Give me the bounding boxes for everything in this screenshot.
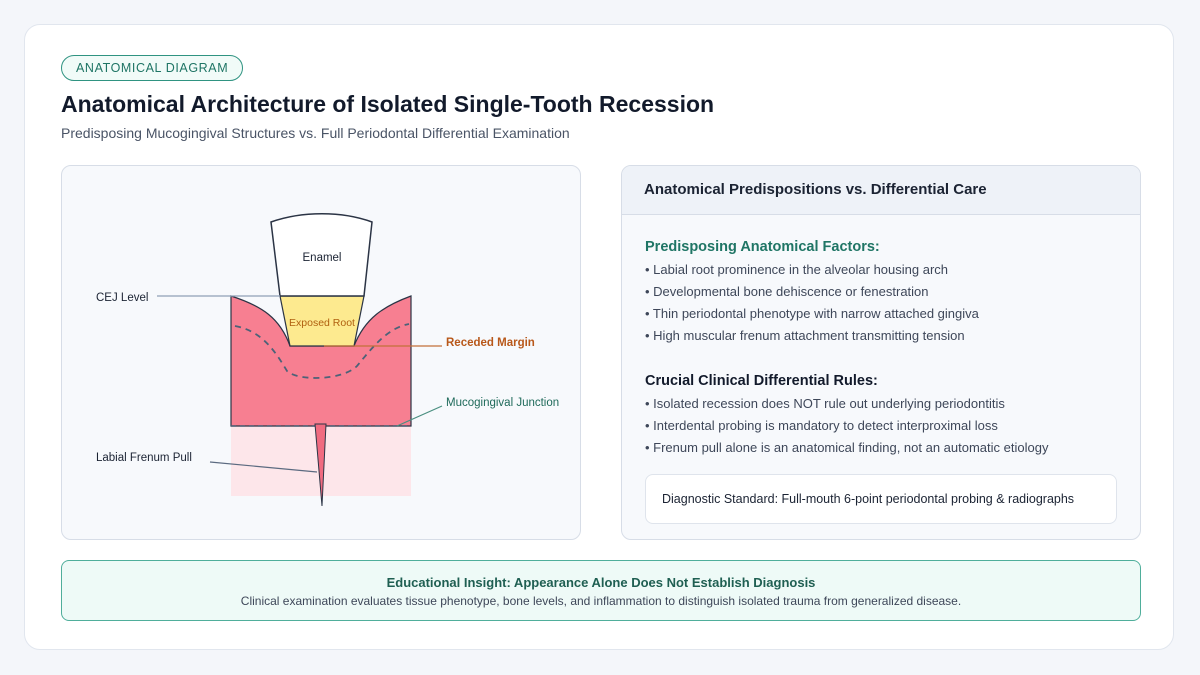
receded-margin-label: Receded Margin <box>446 337 535 349</box>
enamel-crown <box>270 213 373 297</box>
main-card: ANATOMICAL DIAGRAM Anatomical Architectu… <box>24 24 1174 650</box>
mucogingival-junction-label: Mucogingival Junction <box>446 397 559 409</box>
predisposing-factors-list: • Labial root prominence in the alveolar… <box>645 259 979 347</box>
list-item: • Labial root prominence in the alveolar… <box>645 262 949 277</box>
info-panel-heading: Anatomical Predispositions vs. Different… <box>622 166 1140 215</box>
labial-frenum <box>314 423 327 507</box>
list-item: • Frenum pull alone is an anatomical fin… <box>645 440 1049 455</box>
page-subtitle: Predisposing Mucogingival Structures vs.… <box>61 125 570 141</box>
list-item: • Interdental probing is mandatory to de… <box>645 418 998 433</box>
exposed-root-label: Exposed Root <box>289 317 355 329</box>
enamel-label: Enamel <box>303 252 342 264</box>
labial-frenum-pull-label: Labial Frenum Pull <box>96 452 192 464</box>
frenum-leader-line <box>209 461 318 473</box>
list-item: • Thin periodontal phenotype with narrow… <box>645 306 979 321</box>
page-title: Anatomical Architecture of Isolated Sing… <box>61 91 715 117</box>
predisposing-factors-title: Predisposing Anatomical Factors: <box>645 239 880 255</box>
insight-body: Clinical examination evaluates tissue ph… <box>240 594 962 608</box>
differential-rules-title: Crucial Clinical Differential Rules: <box>645 373 878 389</box>
differential-rules-list: • Isolated recession does NOT rule out u… <box>645 393 1048 459</box>
diagram-type-badge: ANATOMICAL DIAGRAM <box>61 55 244 81</box>
tooth-recession-diagram: Enamel Exposed Root CEJ Level Receded Ma… <box>96 213 559 507</box>
diagnostic-standard-box: Diagnostic Standard: Full-mouth 6-point … <box>645 474 1117 524</box>
list-item: • Isolated recession does NOT rule out u… <box>645 396 1005 411</box>
mgj-leader-line <box>396 405 443 427</box>
predispositions-panel: Anatomical Predispositions vs. Different… <box>621 165 1141 540</box>
list-item: • High muscular frenum attachment transm… <box>645 328 965 343</box>
educational-insight-banner: Educational Insight: Appearance Alone Do… <box>61 560 1141 621</box>
anatomical-diagram-panel: Enamel Exposed Root CEJ Level Receded Ma… <box>61 165 581 540</box>
list-item: • Developmental bone dehiscence or fenes… <box>645 284 929 299</box>
insight-title: Educational Insight: Appearance Alone Do… <box>386 575 816 590</box>
cej-level-label: CEJ Level <box>96 292 148 304</box>
bone-crest-dashed-line <box>234 323 410 379</box>
